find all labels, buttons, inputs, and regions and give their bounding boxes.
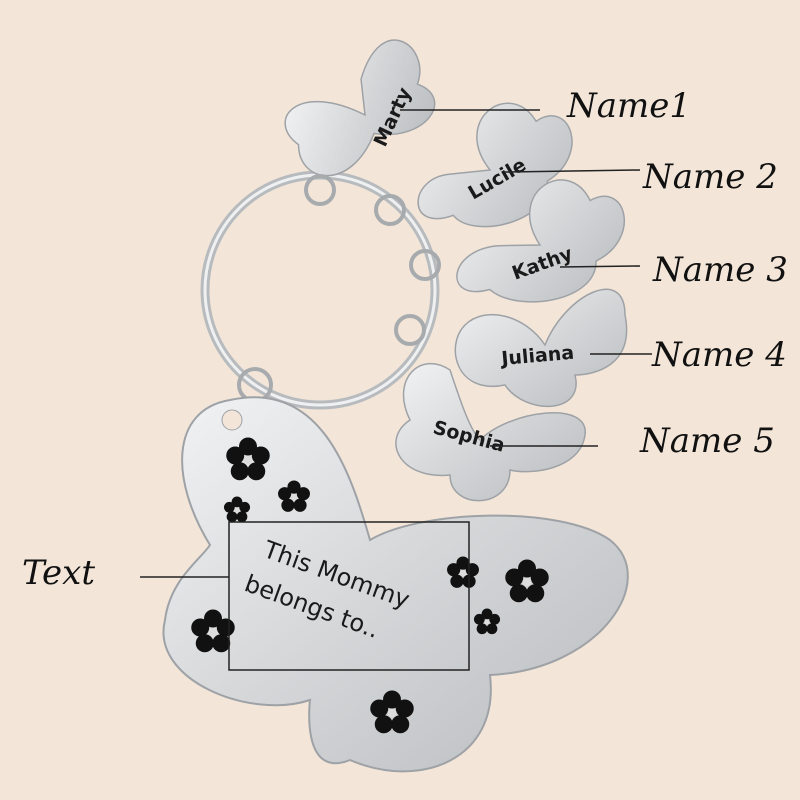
label-name4: Name 4 xyxy=(651,335,787,375)
label-name5: Name 5 xyxy=(639,421,775,461)
butterfly-charm-lucile xyxy=(417,102,573,228)
label-name1: Name1 xyxy=(566,86,691,126)
label-name2: Name 2 xyxy=(642,157,778,197)
butterfly-charm-sophia xyxy=(395,363,586,502)
butterfly-charm-juliana xyxy=(454,288,628,407)
butterfly-charm-kathy xyxy=(456,179,625,303)
butterfly-charm-marty xyxy=(284,39,436,177)
text-area-frame xyxy=(228,521,470,671)
label-text: Text xyxy=(22,553,95,593)
label-name3: Name 3 xyxy=(652,250,788,290)
